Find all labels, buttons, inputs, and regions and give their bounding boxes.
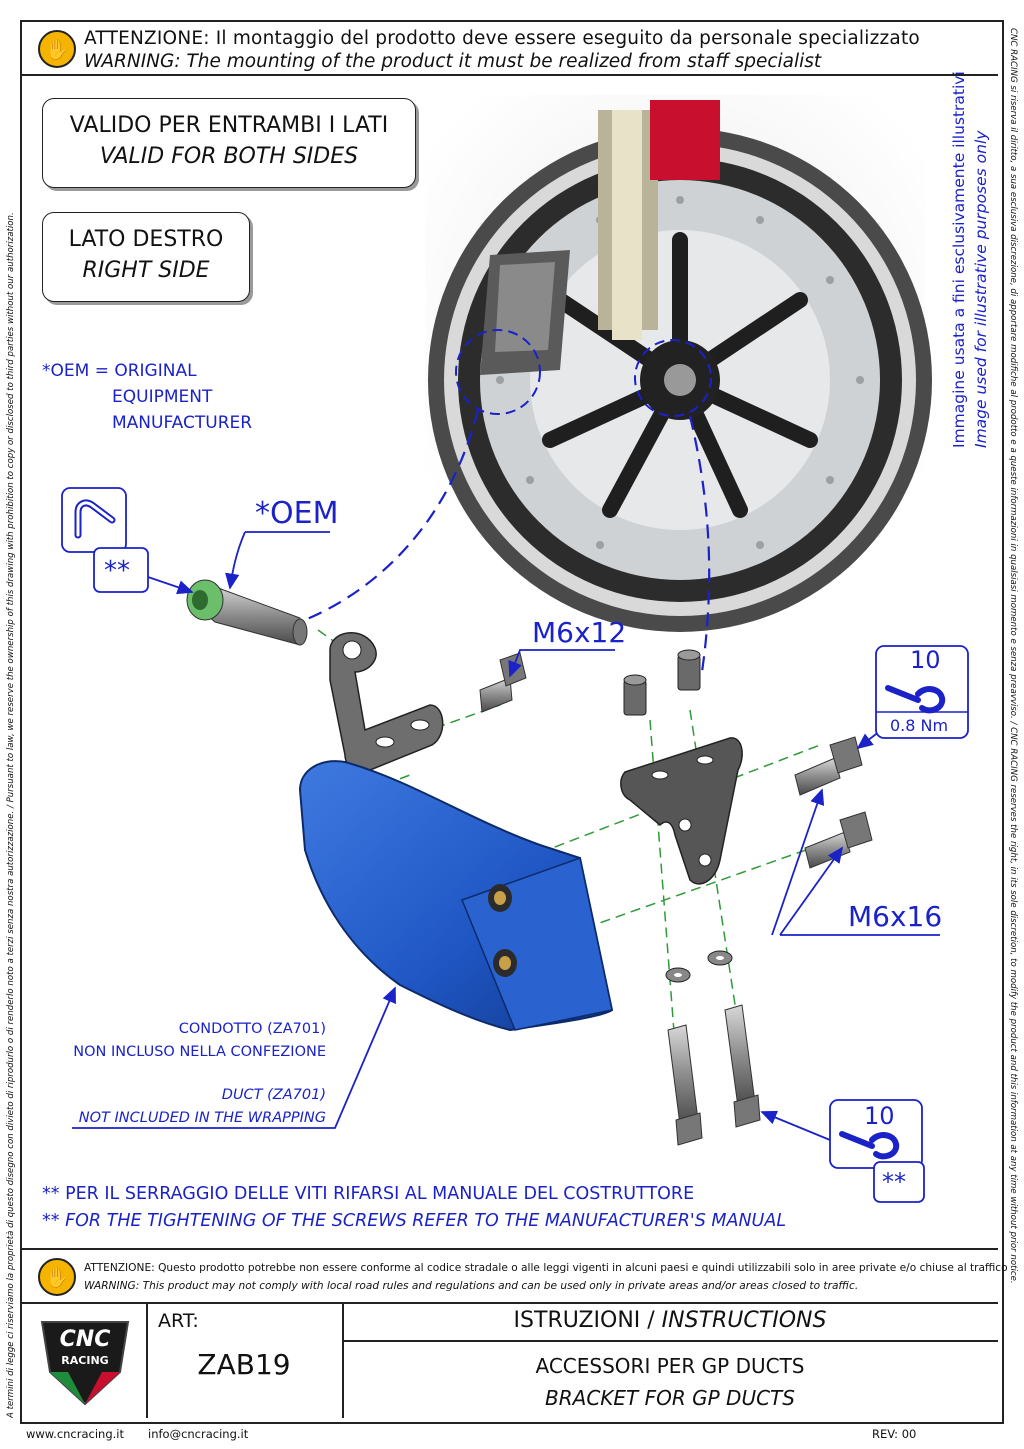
- valid-both-sides-it: VALIDO PER ENTRAMBI I LATI: [69, 113, 389, 138]
- valid-both-sides-en: VALID FOR BOTH SIDES: [99, 144, 359, 169]
- page-frame: [20, 20, 1004, 1424]
- oem-bolt: [186, 579, 308, 646]
- spacers: [623, 649, 701, 716]
- footer-website[interactable]: www.cncracing.it: [26, 1427, 124, 1441]
- warning-bottom-it: ATTENZIONE: Questo prodotto potrebbe non…: [84, 1262, 1008, 1274]
- title-block: CNC RACING ART: ZAB19 ISTRUZIONI / INSTR…: [22, 1302, 998, 1420]
- hex-key-icon: [61, 487, 127, 553]
- duct-note-en-line1: DUCT (ZA701): [221, 1087, 326, 1103]
- axle-highlight-circle: [634, 339, 712, 417]
- torque-label: 0.8 Nm: [890, 716, 949, 735]
- caliper-bracket: [329, 632, 444, 772]
- washers: [665, 950, 733, 983]
- art-cell: ART: ZAB19: [146, 1302, 344, 1418]
- caliper-highlight-circle: [455, 329, 541, 415]
- duct-note-it: CONDOTTO (ZA701) NON INCLUSO NELLA CONFE…: [60, 1018, 326, 1064]
- oem-note-line2: EQUIPMENT: [112, 387, 213, 407]
- oem-note: *OEM = ORIGINAL EQUIPMENT MANUFACTURER: [42, 358, 252, 436]
- tightening-note-en: ** FOR THE TIGHTENING OF THE SCREWS REFE…: [42, 1211, 787, 1231]
- vertical-bolts: [667, 1004, 761, 1146]
- double-star-label-1: **: [104, 556, 130, 586]
- warning-hand-icon: ✋: [38, 30, 76, 68]
- title-en: INSTRUCTIONS: [661, 1308, 827, 1333]
- m6x12-bolt: [479, 652, 527, 713]
- title-it: ISTRUZIONI /: [513, 1308, 662, 1333]
- duct-note-en-line2: NOT INCLUDED IN THE WRAPPING: [78, 1110, 326, 1126]
- valid-both-sides-box: VALIDO PER ENTRAMBI I LATI VALID FOR BOT…: [42, 98, 416, 188]
- right-side-en: RIGHT SIDE: [82, 258, 210, 283]
- wrench-size-top: 10: [910, 646, 941, 674]
- connector-axle: [688, 415, 711, 673]
- m6x12-label: M6x12: [532, 616, 627, 649]
- right-side-it: LATO DESTRO: [68, 227, 224, 252]
- art-code: ZAB19: [197, 1348, 291, 1381]
- double-star-label-2: **: [882, 1168, 906, 1196]
- oem-note-line1: *OEM = ORIGINAL: [42, 361, 197, 381]
- wrench-icon-top: [875, 645, 969, 739]
- wheel-photo: [425, 95, 932, 632]
- tightening-note-it: ** PER IL SERRAGGIO DELLE VITI RIFARSI A…: [42, 1184, 695, 1204]
- connector-caliper: [299, 409, 480, 624]
- desc-en: BRACKET FOR GP DUCTS: [545, 1386, 795, 1410]
- double-star-box-1: [93, 547, 149, 593]
- title-row: ISTRUZIONI / INSTRUCTIONS: [342, 1302, 998, 1342]
- wrench-size-bottom: 10: [864, 1102, 895, 1130]
- duct-part: [298, 760, 614, 1032]
- desc-it: ACCESSORI PER GP DUCTS: [535, 1354, 805, 1378]
- logo-top-text: CNC: [60, 1327, 111, 1352]
- cnc-racing-logo: CNC RACING: [40, 1321, 130, 1406]
- duct-note-it-line1: CONDOTTO (ZA701): [178, 1021, 326, 1037]
- art-label: ART:: [158, 1310, 199, 1332]
- m6x16-bolts: [794, 736, 873, 869]
- main-bracket: [620, 737, 743, 885]
- duct-note-it-line2: NON INCLUSO NELLA CONFEZIONE: [73, 1044, 326, 1060]
- warning-top-en: WARNING: The mounting of the product it …: [84, 51, 822, 72]
- footer-email[interactable]: info@cncracing.it: [148, 1427, 249, 1441]
- bottom-warning: ✋ ATTENZIONE: Questo prodotto potrebbe n…: [22, 1248, 1008, 1304]
- description-cell: ISTRUZIONI / INSTRUCTIONS ACCESSORI PER …: [342, 1302, 998, 1418]
- oem-note-line3: MANUFACTURER: [112, 413, 253, 433]
- m6x16-label: M6x16: [848, 900, 943, 933]
- double-star-box-2: [873, 1161, 925, 1203]
- warning-top-it: ATTENZIONE: Il montaggio del prodotto de…: [84, 28, 920, 49]
- warning-hand-icon-bottom: ✋: [38, 1258, 76, 1296]
- footer-rev: REV: 00: [872, 1427, 917, 1441]
- warning-bottom-en: WARNING: This product may not comply wit…: [84, 1280, 859, 1292]
- top-warning: ✋ ATTENZIONE: Il montaggio del prodotto …: [22, 22, 998, 76]
- right-side-box: LATO DESTRO RIGHT SIDE: [42, 212, 250, 302]
- logo-cell: CNC RACING: [22, 1302, 148, 1418]
- oem-label: *OEM: [255, 496, 339, 531]
- duct-note-en: DUCT (ZA701) NOT INCLUDED IN THE WRAPPIN…: [60, 1084, 326, 1130]
- logo-bottom-text: RACING: [61, 1354, 108, 1367]
